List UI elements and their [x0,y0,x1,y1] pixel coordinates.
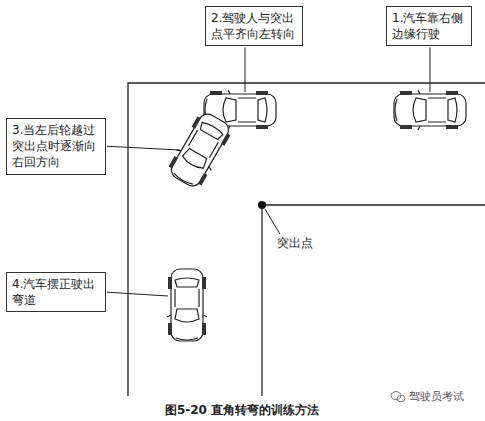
callout-box: 2.驾驶人与突出点平齐向左转向 [205,6,303,46]
leader-line [430,47,431,92]
road-edge [128,83,485,396]
callout-text: 1.汽车靠右侧边缘行驶 [392,10,466,42]
callout-text: 2.驾驶人与突出点平齐向左转向 [211,10,297,42]
watermark: 驾驶员考试 [408,390,465,403]
callout-text: 3.当左后轮越过突出点时逐渐向右回方向 [12,122,100,171]
corner-point [258,201,266,209]
callout-box: 4.汽车摆正驶出弯道 [6,272,106,312]
callout-text: 4.汽车摆正驶出弯道 [12,276,100,308]
callout-box: 3.当左后轮越过突出点时逐渐向右回方向 [6,118,106,175]
leader-line [107,292,168,296]
car-1 [394,90,466,130]
leader-line [265,209,280,234]
leader-line [107,146,180,150]
car-4 [167,269,207,341]
callout-box: 1.汽车靠右侧边缘行驶 [386,6,472,46]
leader-line [245,47,246,92]
figure-caption: 图5-20 直角转弯的训练方法 [165,402,319,419]
wechat-icon [391,392,405,402]
point-label: 突出点 [276,236,314,250]
